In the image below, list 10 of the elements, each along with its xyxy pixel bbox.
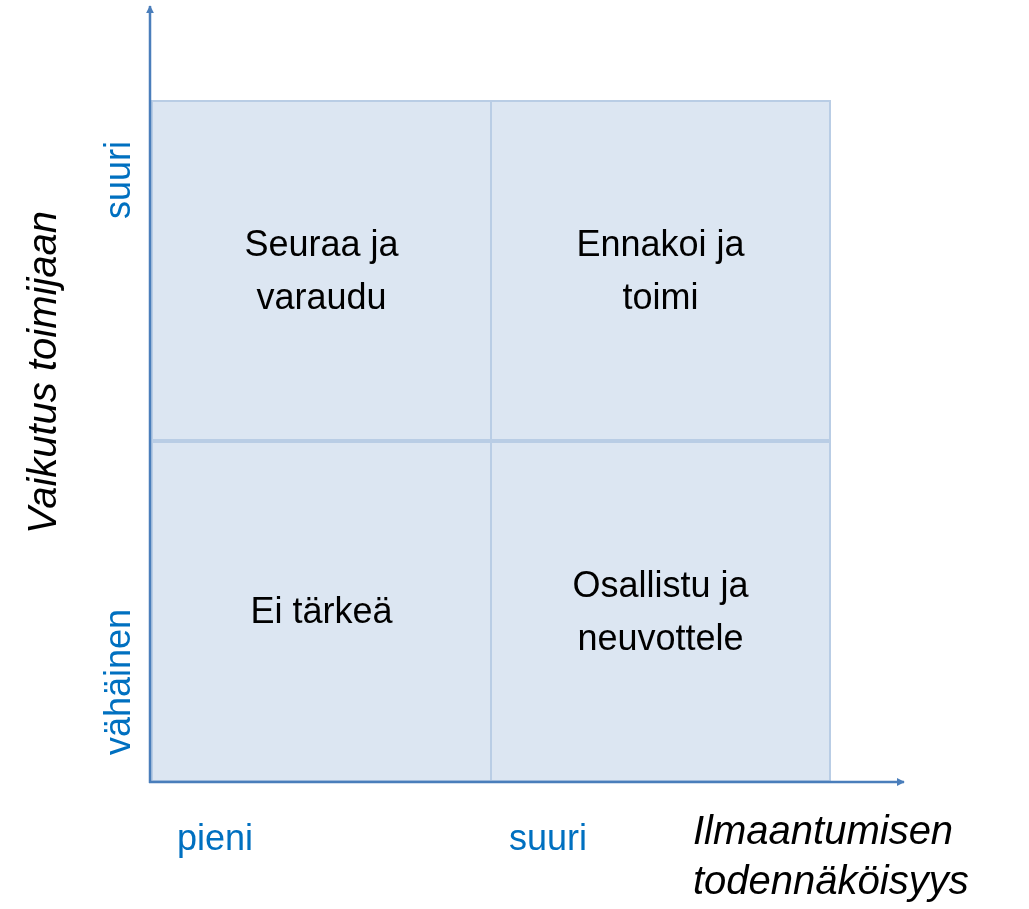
axis-tick-label: suuri bbox=[97, 141, 139, 219]
quadrant-panel: Ennakoi ja toimi bbox=[490, 100, 831, 441]
axis-title: Vaikutus toimijaan bbox=[19, 210, 65, 534]
quadrant-panel: Seuraa ja varaudu bbox=[151, 100, 492, 441]
axis-title: Ilmaantumisen todennäköisyys bbox=[693, 807, 970, 904]
axis-tick-label: pieni bbox=[177, 817, 254, 859]
quadrant-panel: Osallistu ja neuvottele bbox=[490, 441, 831, 782]
quadrant-panel: Ei tärkeä bbox=[151, 441, 492, 782]
axis-tick-label: suuri bbox=[509, 817, 588, 859]
axis-tick-label: vähäinen bbox=[97, 608, 140, 756]
